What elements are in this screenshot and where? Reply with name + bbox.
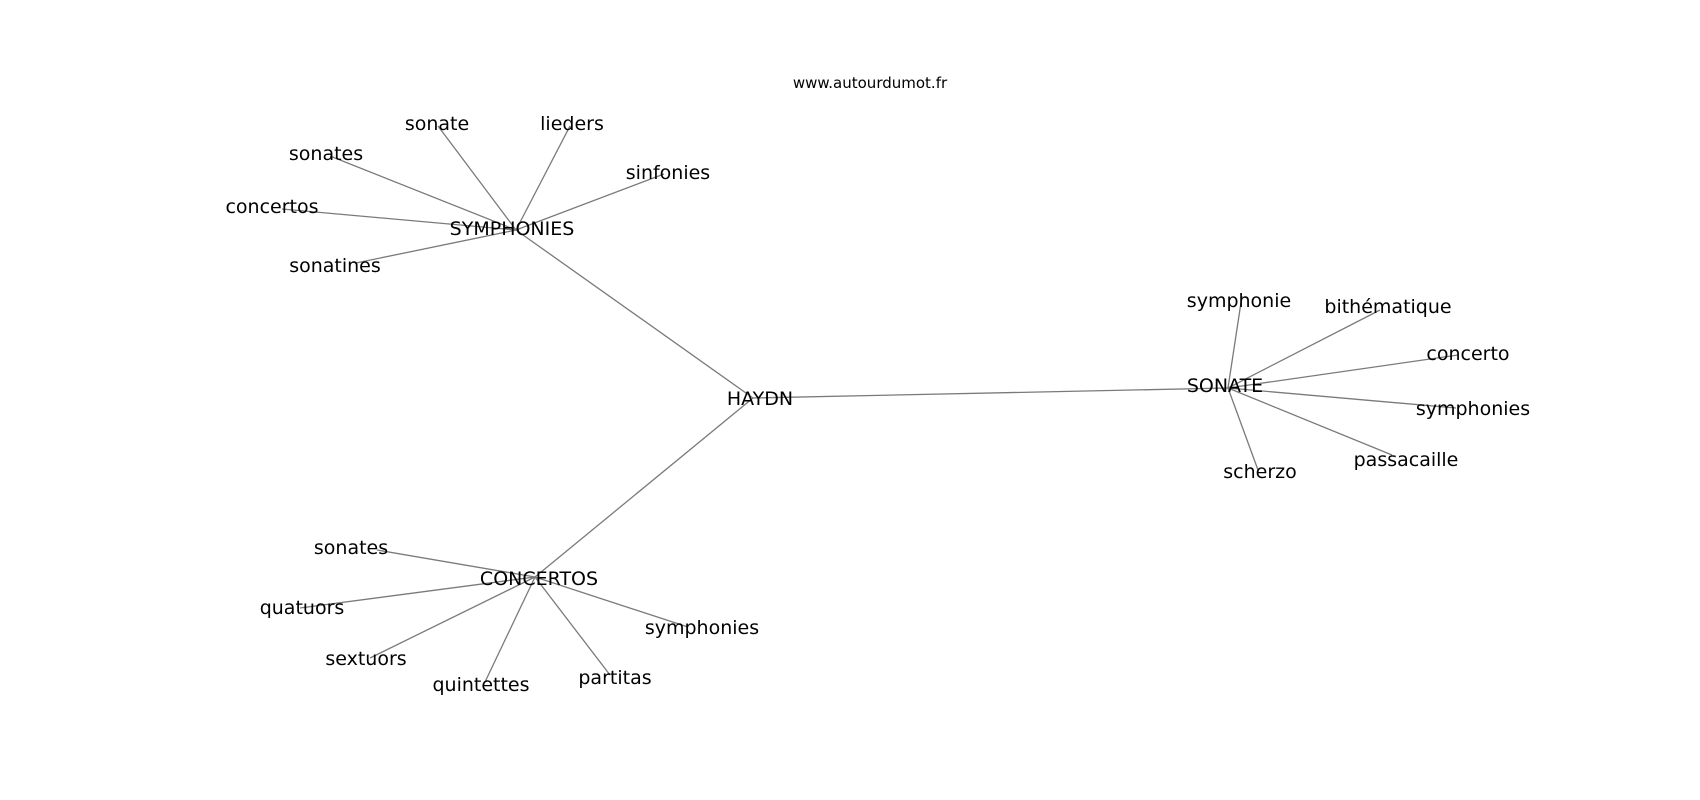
edge-sonate-hub-to-leaf-0	[1227, 295, 1243, 389]
node-concertos-hub-leaf-0-label: sonates	[314, 537, 388, 559]
node-sonate-hub-leaf-4-label: passacaille	[1354, 449, 1459, 471]
edge-haydn-to-sonate-hub	[752, 387, 1229, 399]
edge-sonate-hub-to-leaf-3	[1227, 387, 1457, 409]
edge-sonate-hub-to-leaf-4	[1227, 387, 1393, 456]
node-sonate-hub-leaf-5-label: scherzo	[1223, 461, 1297, 483]
node-concertos-hub-leaf-4-label: partitas	[578, 667, 651, 689]
node-concertos-hub-leaf-5-label: symphonies	[645, 617, 759, 639]
edge-layer	[281, 125, 1459, 683]
edge-symphonies-hub-to-leaf-4	[281, 208, 517, 231]
edge-concertos-hub-to-leaf-2	[369, 576, 536, 659]
node-symphonies-hub-leaf-2-label: sonates	[289, 143, 363, 165]
edge-concertos-hub-to-leaf-1	[299, 576, 536, 609]
edge-haydn-to-concertos-hub	[534, 397, 754, 578]
node-sonate-hub-leaf-0-label: symphonie	[1187, 290, 1291, 312]
edge-sonate-hub-to-leaf-5	[1227, 387, 1259, 471]
node-concertos-hub-label: CONCERTOS	[480, 568, 598, 590]
node-concertos-hub-leaf-1-label: quatuors	[260, 597, 345, 619]
node-concertos-hub-leaf-3-label: quintettes	[432, 674, 529, 696]
node-sonate-hub-label: SONATE	[1187, 375, 1263, 397]
edge-sonate-hub-to-leaf-2	[1227, 354, 1459, 389]
edge-concertos-hub-to-leaf-4	[534, 576, 611, 676]
node-sonate-hub-leaf-1-label: bithématique	[1324, 296, 1451, 318]
node-symphonies-hub-leaf-3-label: sinfonies	[626, 162, 710, 184]
edge-symphonies-hub-to-leaf-1	[515, 125, 571, 231]
node-sonate-hub-leaf-3-label: symphonies	[1416, 398, 1530, 420]
node-symphonies-hub-leaf-1-label: lieders	[540, 113, 604, 135]
node-symphonies-hub-leaf-5-label: sonatines	[289, 255, 381, 277]
edge-symphonies-hub-to-leaf-2	[329, 155, 517, 231]
node-symphonies-hub-leaf-4-label: concertos	[225, 196, 318, 218]
node-symphonies-hub-leaf-0-label: sonate	[405, 113, 469, 135]
edge-concertos-hub-to-leaf-0	[376, 549, 536, 578]
node-haydn-label: HAYDN	[727, 388, 793, 410]
edge-symphonies-hub-to-leaf-0	[437, 125, 517, 231]
edge-sonate-hub-to-leaf-1	[1227, 309, 1381, 389]
node-sonate-hub-leaf-2-label: concerto	[1426, 343, 1509, 365]
edge-haydn-to-symphonies-hub	[515, 229, 754, 399]
edge-concertos-hub-to-leaf-5	[534, 576, 689, 628]
watermark-text: www.autourdumot.fr	[793, 74, 948, 92]
edge-symphonies-hub-to-leaf-3	[515, 173, 665, 231]
label-layer: HAYDN SYMPHONIES sonate lieders sonates sinfo…	[225, 113, 1530, 696]
node-symphonies-hub-label: SYMPHONIES	[450, 218, 575, 240]
edge-concertos-hub-to-leaf-3	[484, 576, 536, 683]
node-concertos-hub-leaf-2-label: sextuors	[325, 648, 406, 670]
edge-symphonies-hub-to-leaf-5	[355, 229, 517, 264]
